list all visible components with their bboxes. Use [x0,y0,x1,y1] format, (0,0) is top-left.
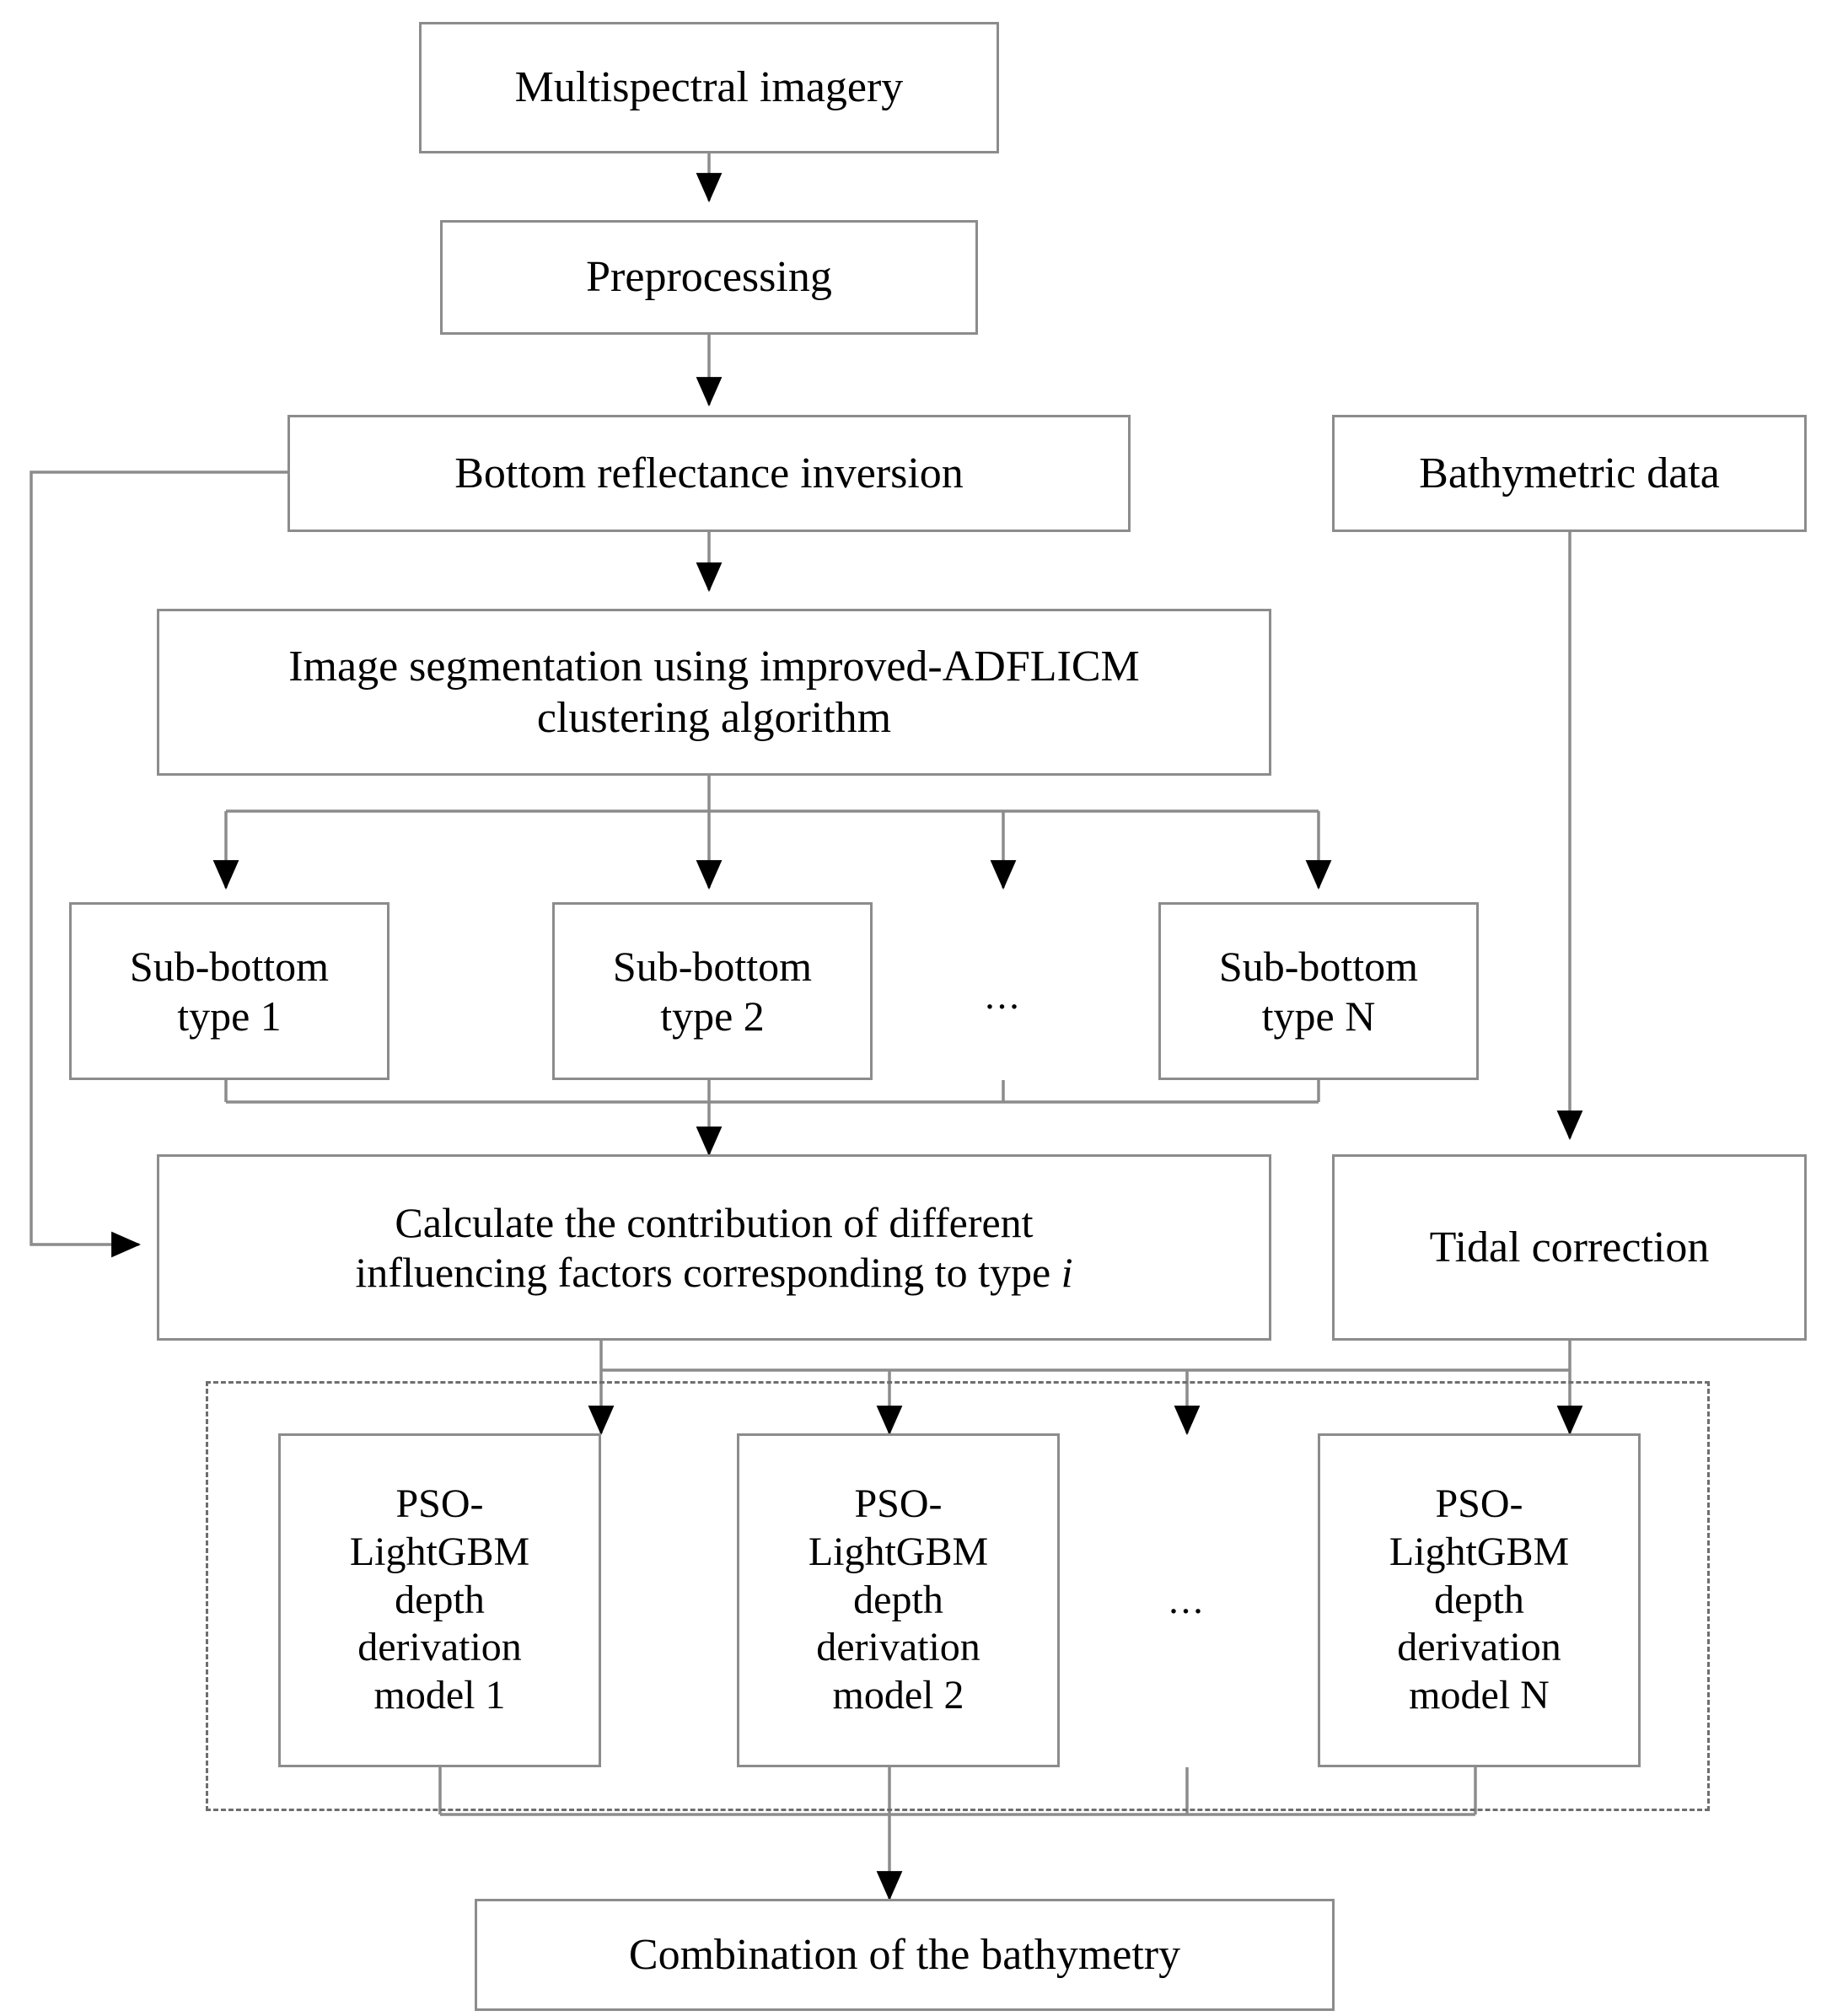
node-combination-of-bathymetry-label: Combination of the bathymetry [628,1930,1181,1979]
node-tidal-correction-label: Tidal correction [1429,1223,1710,1271]
node-preprocessing[interactable]: Preprocessing [440,220,978,335]
node-calculate-contribution-line-1: Calculate the contribution of different [395,1198,1034,1246]
sub-bottom-row-ellipsis: ... [985,974,1022,1017]
node-tidal-correction[interactable]: Tidal correction [1332,1154,1807,1341]
node-calculate-contribution-type-index: i [1061,1248,1073,1296]
node-preprocessing-label: Preprocessing [586,253,832,302]
node-bottom-reflectance-inversion-label: Bottom reflectance inversion [454,449,964,497]
node-pso-model-2[interactable]: PSO- LightGBM depth derivation model 2 [737,1433,1060,1767]
node-image-segmentation[interactable]: Image segmentation using improved-ADFLIC… [157,609,1271,776]
node-sub-bottom-type-1-label: Sub-bottom type 1 [129,942,330,1040]
node-pso-model-1-label: PSO- LightGBM depth derivation model 1 [349,1481,530,1718]
node-multispectral-imagery[interactable]: Multispectral imagery [419,22,999,153]
pso-row-ellipsis: ... [1169,1578,1206,1621]
node-pso-model-n[interactable]: PSO- LightGBM depth derivation model N [1318,1433,1641,1767]
node-bottom-reflectance-inversion[interactable]: Bottom reflectance inversion [287,415,1131,532]
node-sub-bottom-type-1[interactable]: Sub-bottom type 1 [69,902,390,1080]
node-image-segmentation-label: Image segmentation using improved-ADFLIC… [288,642,1140,742]
edge-inversion-to-calculate [30,470,287,1258]
node-calculate-contribution-line-2: influencing factors corresponding to typ… [355,1248,1072,1298]
node-pso-model-2-label: PSO- LightGBM depth derivation model 2 [808,1481,989,1718]
node-calculate-contribution[interactable]: Calculate the contribution of different … [157,1154,1271,1341]
node-calculate-contribution-line-2-text: influencing factors corresponding to typ… [355,1248,1061,1296]
node-pso-model-n-label: PSO- LightGBM depth derivation model N [1389,1481,1570,1718]
node-multispectral-imagery-label: Multispectral imagery [514,63,904,112]
node-pso-model-1[interactable]: PSO- LightGBM depth derivation model 1 [278,1433,601,1767]
node-sub-bottom-type-2-label: Sub-bottom type 2 [612,942,813,1040]
node-combination-of-bathymetry[interactable]: Combination of the bathymetry [475,1899,1335,2011]
node-sub-bottom-type-n[interactable]: Sub-bottom type N [1158,902,1479,1080]
node-bathymetric-data-label: Bathymetric data [1419,449,1720,497]
node-bathymetric-data[interactable]: Bathymetric data [1332,415,1807,532]
node-sub-bottom-type-2[interactable]: Sub-bottom type 2 [552,902,873,1080]
pso-model-group-dashed-border [206,1381,1710,1811]
node-sub-bottom-type-n-label: Sub-bottom type N [1218,942,1419,1040]
